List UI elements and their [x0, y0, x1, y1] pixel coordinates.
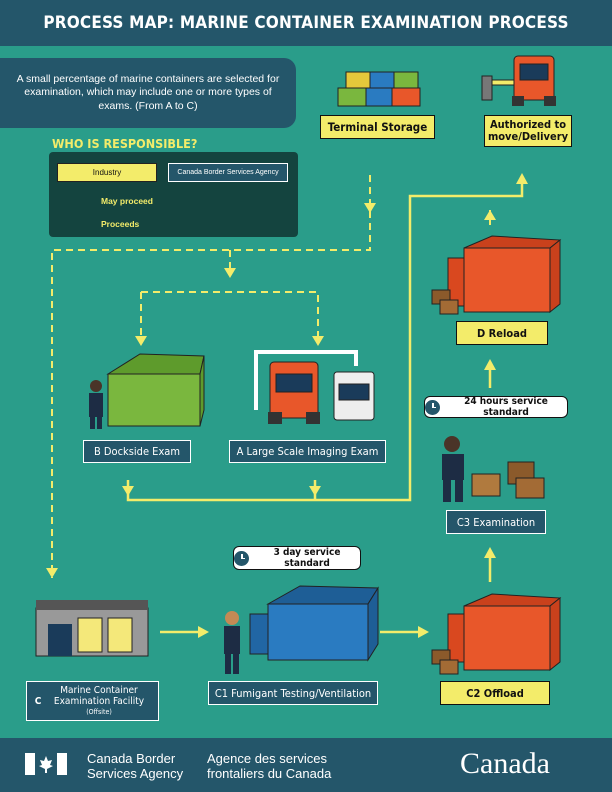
b-dockside-label: B Dockside Exam — [83, 440, 191, 463]
may-proceed-arrowheads — [46, 203, 496, 578]
footer-en-line2: Services Agency — [87, 766, 184, 781]
c-facility-label: C Marine Container Examination Facility … — [26, 681, 159, 721]
proceeds-arrowheads — [122, 173, 528, 638]
proceeds-paths — [126, 184, 524, 634]
intro-text: A small percentage of marine containers … — [0, 58, 296, 128]
legend-proceeds: Proceeds — [101, 219, 140, 229]
c-facility-name: Marine Container Examination Facility — [53, 684, 145, 707]
authorized-delivery-label: Authorized to move/Delivery — [484, 115, 572, 147]
imaging-trucks-icon — [254, 350, 375, 424]
c3-examination-label: C3 Examination — [446, 510, 546, 534]
fumigant-container-icon — [224, 585, 379, 674]
footer-fr-line1: Agence des services — [207, 751, 327, 766]
footer: Canada Border Services Agency Agence des… — [0, 738, 612, 792]
legend-title: WHO IS RESPONSIBLE? — [52, 136, 198, 151]
examination-facility-icon — [35, 600, 149, 657]
terminal-storage-label: Terminal Storage — [320, 115, 435, 139]
dockside-container-icon — [89, 353, 205, 429]
canada-flag-icon — [25, 753, 67, 775]
gate-truck-icon — [481, 55, 556, 106]
footer-en-line1: Canada Border — [87, 751, 176, 766]
c2-offload-label: C2 Offload — [440, 681, 550, 705]
clock-icon — [234, 550, 249, 566]
legend-cbsa: Canada Border Services Agency — [168, 163, 288, 182]
c-offsite: (Offsite) — [86, 707, 112, 716]
service-3day-badge: 3 day service standard — [233, 546, 361, 570]
service-3day-text: 3 day service standard — [273, 547, 341, 569]
d-reload-label: D Reload — [456, 321, 548, 345]
c-letter: C — [34, 695, 42, 707]
legend-may-proceed: May proceed — [101, 196, 153, 206]
a-imaging-label: A Large Scale Imaging Exam — [229, 440, 386, 463]
legend-industry: Industry — [57, 163, 157, 182]
examination-officer-icon — [442, 436, 545, 502]
footer-agency-en: Canada Border Services Agency — [87, 751, 183, 781]
canada-wordmark: Canada — [460, 747, 550, 780]
page-title: PROCESS MAP: MARINE CONTAINER EXAMINATIO… — [0, 0, 612, 46]
footer-agency-fr: Agence des services frontaliers du Canad… — [207, 751, 331, 781]
clock-icon — [425, 399, 440, 415]
reload-container-icon — [431, 235, 562, 315]
offload-container-icon — [431, 593, 562, 675]
legend-panel: Industry Canada Border Services Agency M… — [49, 152, 298, 237]
service-24h-text: 24 hours service standard — [464, 396, 548, 418]
container-stack-icon — [337, 71, 421, 107]
service-24h-badge: 24 hours service standard — [424, 396, 568, 418]
c1-fumigant-label: C1 Fumigant Testing/Ventilation — [208, 681, 378, 705]
footer-fr-line2: frontaliers du Canada — [207, 766, 332, 781]
